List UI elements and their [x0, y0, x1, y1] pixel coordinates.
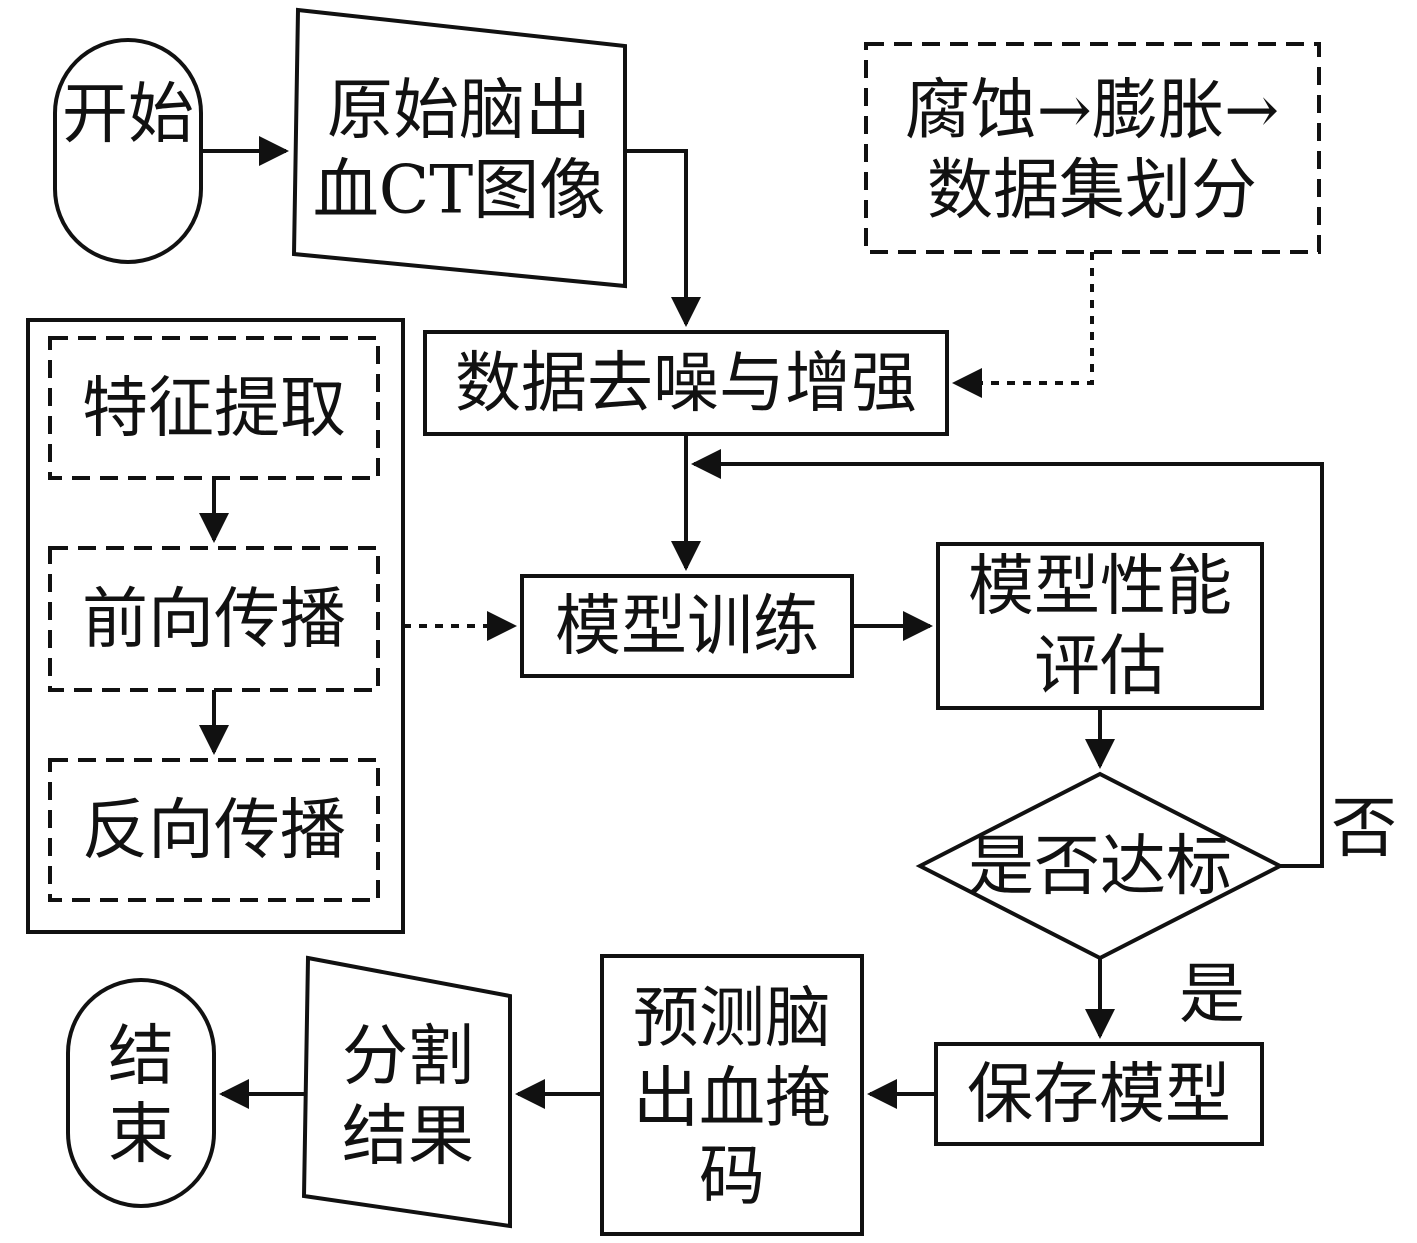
feature-extraction-label: 特征提取	[82, 370, 346, 447]
predict-label-line3: 码	[699, 1138, 765, 1215]
predict-label-line2: 出血掩	[633, 1060, 831, 1137]
model-training-label: 模型训练	[555, 588, 819, 665]
raw-ct-label-line2: 血CT图像	[313, 152, 606, 229]
dataset-split-node: 腐蚀→膨胀→ 数据集划分	[864, 42, 1321, 254]
raw-ct-image-node: 原始脑出 血CT图像	[291, 7, 627, 289]
save-model-node: 保存模型	[934, 1042, 1264, 1146]
backward-propagation-label: 反向传播	[82, 792, 346, 869]
decision-yes-label: 是	[1179, 956, 1245, 1033]
training-steps-group: 特征提取 前向传播 反向传播	[26, 318, 405, 934]
end-label-line2: 束	[108, 1096, 174, 1173]
split-label-line1: 腐蚀→膨胀→	[905, 72, 1280, 149]
denoise-node: 数据去噪与增强	[423, 330, 949, 436]
end-node: 结 束	[66, 978, 216, 1208]
result-label-line2: 结果	[342, 1098, 474, 1175]
end-label-line1: 结	[108, 1018, 174, 1095]
model-evaluation-node: 模型性能 评估	[936, 542, 1264, 710]
save-model-label: 保存模型	[967, 1056, 1231, 1133]
forward-propagation-label: 前向传播	[82, 581, 346, 658]
arrow-no-feedback	[691, 449, 1324, 868]
segmentation-result-node: 分割 结果	[301, 955, 512, 1229]
split-label-line2: 数据集划分	[927, 152, 1257, 229]
arrow-split-to-denoise	[952, 252, 1094, 398]
decision-node: 是否达标	[915, 771, 1285, 961]
model-training-node: 模型训练	[520, 574, 854, 678]
raw-ct-label-line1: 原始脑出	[327, 72, 591, 149]
connectors	[199, 136, 1324, 1109]
evaluation-label-line2: 评估	[1034, 628, 1166, 705]
decision-no-label: 否	[1331, 790, 1397, 867]
start-node: 开始	[53, 38, 203, 264]
evaluation-label-line1: 模型性能	[968, 548, 1232, 625]
denoise-label: 数据去噪与增强	[455, 345, 917, 422]
decision-label: 是否达标	[968, 828, 1232, 905]
arrow-raw-to-denoise	[625, 149, 701, 327]
result-label-line1: 分割	[342, 1018, 474, 1095]
predict-label-line1: 预测脑	[633, 980, 831, 1057]
predict-mask-node: 预测脑 出血掩 码	[600, 954, 864, 1236]
start-label: 开始	[62, 76, 194, 153]
